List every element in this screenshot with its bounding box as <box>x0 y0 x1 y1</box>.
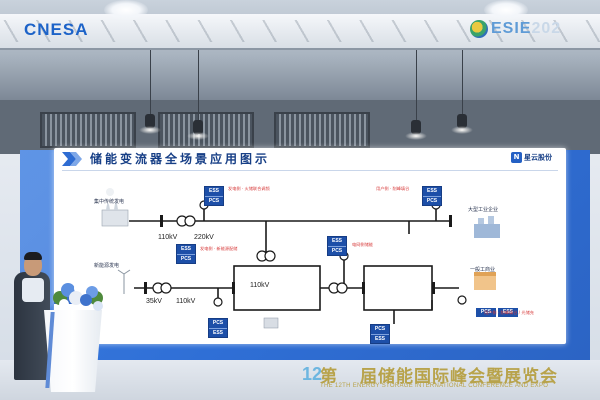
label-traditional-generation: 集中传统发电 <box>94 199 125 205</box>
spotlight <box>187 120 209 140</box>
label-industrial-park: 大型工业企业 <box>468 207 499 213</box>
voltage-label: 110kV <box>176 298 196 305</box>
flower-arrangement-icon <box>53 280 103 311</box>
speaker-shirt <box>22 278 44 302</box>
voltage-label: 110kV <box>158 234 178 241</box>
label-new-energy-generation: 新能源发电 <box>94 263 120 269</box>
transformer-icon <box>457 295 467 305</box>
esie-logo-text: ESIE <box>491 20 532 38</box>
chevron-logo-icon <box>62 152 82 166</box>
spotlight-cable <box>462 50 463 116</box>
stage-floor <box>0 360 600 400</box>
commercial-building-icon <box>474 272 496 290</box>
distribution-bus-loop <box>363 265 433 311</box>
label-gen-side-renewable: 发电侧 · 新能源配储 <box>200 246 238 251</box>
wall-vent <box>274 112 370 148</box>
label-commercial: 一般工商业 <box>470 267 496 273</box>
wall-vent <box>158 112 254 148</box>
label-grid-side: 电网侧储能 <box>352 242 373 247</box>
banner-edition-number: 12 <box>302 364 323 384</box>
ceiling-lamp <box>104 0 148 20</box>
regional-bus-loop <box>233 265 321 311</box>
lighting-truss <box>0 14 600 50</box>
power-plant-icon <box>101 188 129 227</box>
label-gen-side-frequency: 发电侧 · 火储联合调频 <box>228 186 270 191</box>
header-divider <box>62 170 558 171</box>
label-user-side-solar: 用户侧 · 削峰填谷 / 光储充 <box>484 310 534 315</box>
esie-logo-mark-icon <box>470 20 488 38</box>
esie-logo-year: 202 <box>531 20 562 38</box>
speaker-hair <box>24 252 42 260</box>
spotlight-cable <box>416 50 417 122</box>
banner-subtitle: THE 12TH ENERGY STORAGE INTERNATIONAL CO… <box>320 383 549 389</box>
voltage-label: 220kV <box>194 234 214 241</box>
esie-logo: ESIE202 <box>470 20 561 38</box>
voltage-label: 110kV <box>250 282 270 289</box>
banner-title: 第届储能国际峰会暨展览会 <box>320 367 558 387</box>
spotlight <box>139 114 161 134</box>
factory-icon <box>474 216 500 238</box>
spotlight-cable <box>198 50 199 122</box>
transformer-icon <box>213 297 223 307</box>
storage-cabinet-icon <box>263 317 279 329</box>
expo-banner: 第届储能国际峰会暨展览会 <box>250 360 600 400</box>
label-user-side: 用户侧 · 削峰填谷 <box>376 186 410 191</box>
voltage-label: 35kV <box>146 298 162 305</box>
spotlight-cable <box>150 50 151 116</box>
slide-title: 储能变流器全场景应用图示 <box>90 152 271 166</box>
brand-badge-icon: N <box>511 152 522 163</box>
wall-vent <box>40 112 136 148</box>
brand-name: 星云股份 <box>524 153 552 162</box>
ceiling-lamp <box>484 0 528 20</box>
spotlight <box>451 114 473 134</box>
spotlight <box>405 120 427 140</box>
cnesa-logo: CNESA <box>24 20 89 39</box>
